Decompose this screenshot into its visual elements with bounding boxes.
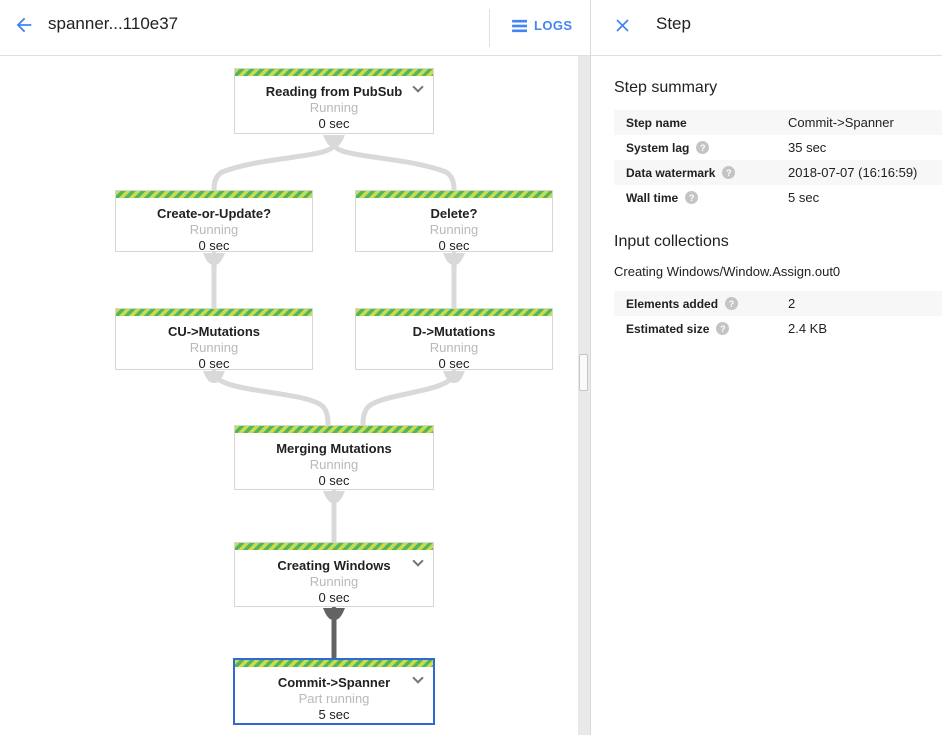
step-node-title: Creating Windows xyxy=(277,558,391,573)
edge-funnel xyxy=(323,135,345,147)
close-icon xyxy=(616,19,629,32)
kv-label: System lag? xyxy=(626,141,788,155)
help-icon[interactable]: ? xyxy=(725,297,739,310)
step-node-status: Running xyxy=(309,574,359,589)
step-node-time: 0 sec xyxy=(318,473,350,488)
running-progress-stripe xyxy=(235,426,433,433)
help-icon[interactable]: ? xyxy=(685,191,699,204)
kv-value: 2.4 KB xyxy=(788,321,828,336)
kv-label: Estimated size? xyxy=(626,322,788,336)
header-divider xyxy=(489,9,490,47)
kv-row: Estimated size?2.4 KB xyxy=(614,316,942,341)
step-node-title: Merging Mutations xyxy=(276,441,392,456)
edge-d-to-merging xyxy=(360,369,457,427)
edge-pubsub-to-create xyxy=(211,142,337,192)
edge-pubsub-to-delete xyxy=(331,142,457,192)
help-icon[interactable]: ? xyxy=(716,322,730,335)
edge-funnel xyxy=(443,371,465,383)
input-collections-heading: Input collections xyxy=(614,233,729,250)
edge-funnel-dark xyxy=(323,608,345,620)
step-node-time: 0 sec xyxy=(318,590,350,605)
kv-row: Step name Commit->Spanner xyxy=(614,110,942,135)
kv-value: Commit->Spanner xyxy=(788,115,894,130)
splitter-gutter xyxy=(578,56,590,735)
step-node-status: Running xyxy=(309,100,359,115)
edge-funnel xyxy=(203,253,225,265)
step-node-status: Running xyxy=(189,222,239,237)
kv-label: Step name xyxy=(626,115,687,130)
step-node-time: 0 sec xyxy=(198,356,230,371)
running-progress-stripe xyxy=(116,309,312,316)
step-node-title: D->Mutations xyxy=(412,324,496,339)
edge-funnel xyxy=(323,491,345,503)
kv-row: Wall time?5 sec xyxy=(614,185,942,210)
step-node-time: 0 sec xyxy=(318,116,350,131)
kv-row: Elements added?2 xyxy=(614,291,942,316)
step-node-status: Running xyxy=(189,340,239,355)
panel-title: Step xyxy=(656,14,691,33)
kv-row: System lag?35 sec xyxy=(614,135,942,160)
kv-label: Elements added? xyxy=(626,297,788,311)
step-node-status: Running xyxy=(429,222,479,237)
step-node-title: Reading from PubSub xyxy=(265,84,403,99)
job-title: spanner...110e37 xyxy=(48,14,179,33)
input-collection-name: Creating Windows/Window.Assign.out0 xyxy=(614,264,841,279)
logs-list-icon xyxy=(512,19,527,32)
step-node-title: Delete? xyxy=(430,206,478,221)
step-node-title: CU->Mutations xyxy=(167,324,261,339)
help-icon[interactable]: ? xyxy=(696,141,710,154)
splitter-drag-handle[interactable] xyxy=(579,354,588,391)
kv-value: 2 xyxy=(788,296,796,311)
step-node-time: 0 sec xyxy=(198,238,230,253)
step-node-time: 0 sec xyxy=(438,356,470,371)
kv-label: Wall time? xyxy=(626,191,788,205)
step-node-time: 5 sec xyxy=(318,707,350,722)
step-node-title: Commit->Spanner xyxy=(277,675,391,690)
edge-cu-to-merging xyxy=(211,369,331,427)
kv-row: Data watermark?2018-07-07 (16:16:59) xyxy=(614,160,942,185)
step-node-status: Running xyxy=(429,340,479,355)
running-progress-stripe xyxy=(235,69,433,76)
graph-edges xyxy=(203,135,465,660)
running-progress-stripe xyxy=(235,660,433,667)
step-summary-heading: Step summary xyxy=(614,79,718,96)
running-progress-stripe xyxy=(356,309,552,316)
step-node-status: Running xyxy=(309,457,359,472)
help-icon[interactable]: ? xyxy=(722,166,736,179)
arrow-back-icon xyxy=(16,17,32,33)
kv-value: 5 sec xyxy=(788,190,820,205)
kv-value: 35 sec xyxy=(788,140,827,155)
step-node-title: Create-or-Update? xyxy=(156,206,272,221)
edge-funnel xyxy=(203,371,225,383)
back-arrow-button[interactable] xyxy=(13,14,39,40)
kv-label: Data watermark? xyxy=(626,166,788,180)
panel-left-border xyxy=(590,0,591,735)
running-progress-stripe xyxy=(235,543,433,550)
logs-button-label: LOGS xyxy=(534,18,573,33)
step-node-time: 0 sec xyxy=(438,238,470,253)
logs-button[interactable]: LOGS xyxy=(512,18,572,33)
app-header: spanner...110e37 LOGS Step xyxy=(0,0,942,56)
close-panel-button[interactable] xyxy=(612,15,636,39)
kv-value: 2018-07-07 (16:16:59) xyxy=(788,165,918,180)
edge-funnel xyxy=(443,253,465,265)
running-progress-stripe xyxy=(356,191,552,198)
running-progress-stripe xyxy=(116,191,312,198)
step-node-status: Part running xyxy=(298,691,370,706)
